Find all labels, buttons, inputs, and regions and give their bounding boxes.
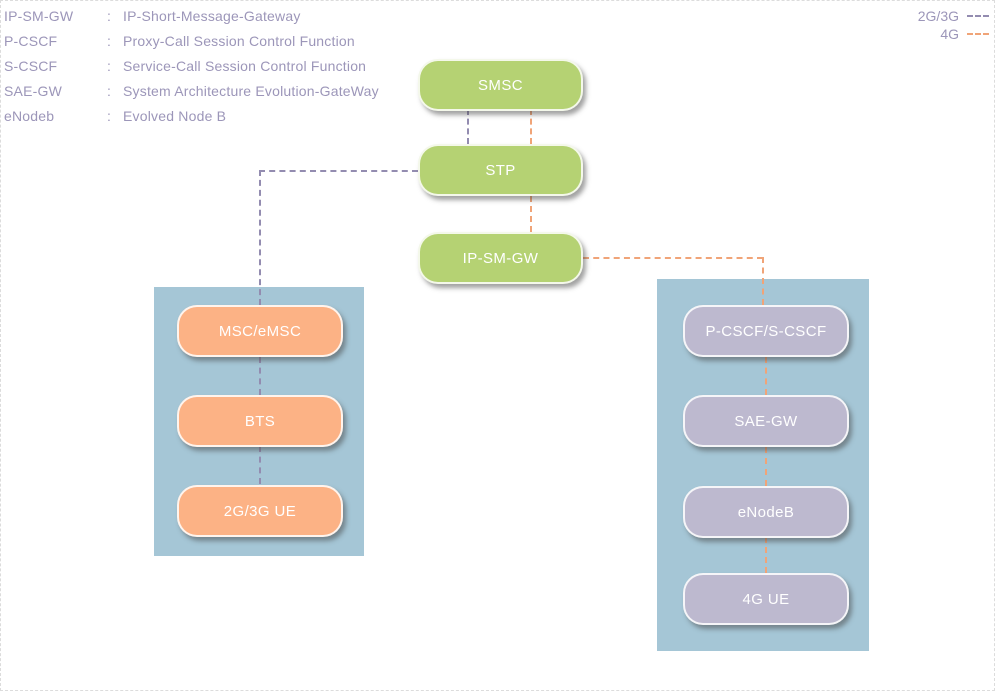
node-stp: STP — [418, 144, 583, 196]
legend-row-2g3g: 2G/3G — [918, 7, 989, 25]
glossary-definition: Proxy-Call Session Control Function — [123, 32, 355, 49]
connector-ipsmgw-pcscf-vertical — [762, 257, 764, 305]
glossary-separator: : — [107, 7, 112, 24]
line-sample-2g3g — [967, 15, 989, 17]
connector-msc-bts — [259, 357, 261, 395]
legend-row-4g: 4G — [918, 25, 989, 43]
node-smsc: SMSC — [418, 59, 583, 111]
glossary-row: eNodeb : Evolved Node B — [4, 103, 379, 128]
glossary-row: SAE-GW : System Architecture Evolution-G… — [4, 78, 379, 103]
glossary-abbr: eNodeb — [4, 107, 55, 124]
connector-stp-msc-vertical — [259, 170, 261, 305]
glossary-row: P-CSCF : Proxy-Call Session Control Func… — [4, 28, 379, 53]
glossary-definition: Service-Call Session Control Function — [123, 57, 367, 74]
glossary-abbr: IP-SM-GW — [4, 7, 74, 24]
connector-smsc-stp-4g — [530, 109, 532, 144]
legend-label-4g: 4G — [940, 26, 959, 42]
legend-label-2g3g: 2G/3G — [917, 8, 959, 24]
glossary-separator: : — [107, 82, 112, 99]
glossary-row: IP-SM-GW : IP-Short-Message-Gateway — [4, 3, 379, 28]
glossary-abbr: SAE-GW — [4, 82, 62, 99]
glossary-definition: IP-Short-Message-Gateway — [123, 7, 301, 24]
glossary: IP-SM-GW : IP-Short-Message-Gateway P-CS… — [4, 3, 379, 128]
glossary-separator: : — [107, 32, 112, 49]
node-pcscf-scscf: P-CSCF/S-CSCF — [683, 305, 849, 357]
line-type-legend: 2G/3G 4G — [918, 7, 989, 43]
connector-smsc-stp-2g3g — [467, 109, 469, 144]
node-msc-emsc: MSC/eMSC — [177, 305, 343, 357]
connector-pcscf-saegw — [765, 357, 767, 395]
connector-stp-msc-horizontal — [259, 170, 418, 172]
glossary-definition: System Architecture Evolution-GateWay — [123, 82, 379, 99]
connector-bts-2g3gue — [259, 446, 261, 484]
glossary-abbr: P-CSCF — [4, 32, 58, 49]
node-2g3g-ue: 2G/3G UE — [177, 485, 343, 537]
connector-enodeb-4gue — [765, 537, 767, 573]
node-sae-gw: SAE-GW — [683, 395, 849, 447]
connector-ipsmgw-pcscf-horizontal — [583, 257, 763, 259]
connector-stp-ipsmgw-4g — [530, 196, 532, 232]
glossary-separator: : — [107, 57, 112, 74]
node-enodeb: eNodeB — [683, 486, 849, 538]
node-bts: BTS — [177, 395, 343, 447]
node-ipsmgw: IP-SM-GW — [418, 232, 583, 284]
connector-saegw-enodeb — [765, 447, 767, 486]
glossary-separator: : — [107, 107, 112, 124]
glossary-definition: Evolved Node B — [123, 107, 227, 124]
node-4g-ue: 4G UE — [683, 573, 849, 625]
glossary-row: S-CSCF : Service-Call Session Control Fu… — [4, 53, 379, 78]
line-sample-4g — [967, 33, 989, 35]
glossary-abbr: S-CSCF — [4, 57, 58, 74]
